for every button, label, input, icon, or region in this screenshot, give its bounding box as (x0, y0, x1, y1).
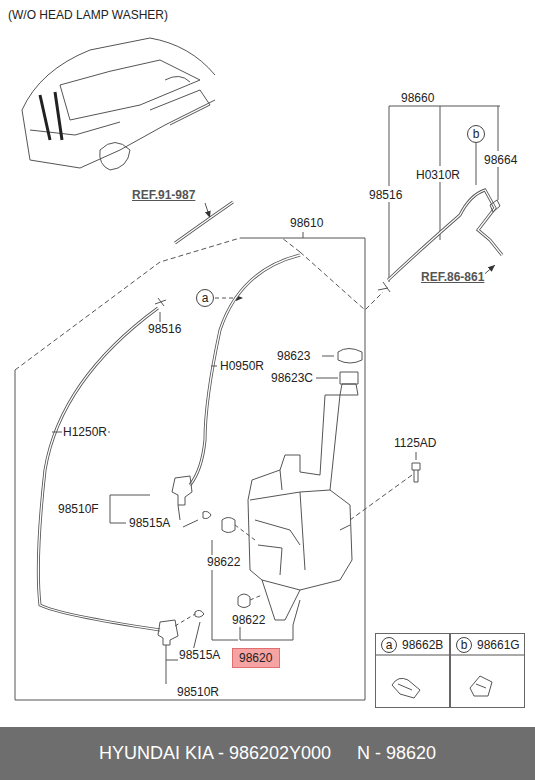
legend-cell: 98662B a (375, 633, 450, 708)
callout-number: 1125AD (393, 436, 437, 450)
part-number-text: HYUNDAI KIA - 986202Y000 (99, 743, 331, 764)
diagram-title: (W/O HEAD LAMP WASHER) (8, 8, 168, 22)
reference-label: REF.86-861 (420, 270, 485, 284)
callout-number: 98623C (270, 371, 314, 385)
callout-number: 98510R (176, 685, 220, 699)
reference-circle: a (196, 289, 214, 307)
reference-circle: b (467, 125, 485, 143)
highlighted-part-box: 98620 (232, 648, 280, 668)
callout-number: 98623 (276, 349, 311, 363)
reference-circle: b (456, 637, 472, 653)
callout-number: H1250R (62, 425, 108, 439)
callout-number: 98660 (400, 91, 435, 105)
part-number-text: N - 98620 (357, 743, 436, 764)
legend-cell: 98661G b (450, 633, 525, 708)
footer-band: HYUNDAI KIA - 986202Y000 N - 98620 (0, 727, 535, 780)
callout-number: 98622 (231, 613, 266, 627)
circle-letter: b (461, 638, 468, 652)
circle-letter: b (473, 127, 480, 141)
callout-number: 98664 (483, 153, 518, 167)
callout-number: 98610 (289, 216, 324, 230)
callout-number: H0950R (219, 359, 265, 373)
callout-number: 98622 (206, 555, 241, 569)
callout-number: 98515A (178, 648, 221, 662)
reference-label: REF.91-987 (131, 188, 196, 202)
part-number: 98661G (477, 638, 520, 652)
callout-number: 98510F (57, 502, 100, 516)
part-number: 98620 (239, 651, 272, 665)
circle-letter: a (202, 291, 209, 305)
callout-number: 98516 (368, 188, 403, 202)
callout-number: 98516 (147, 322, 182, 336)
callout-number: H0310R (415, 168, 461, 182)
callout-number: 98515A (128, 516, 171, 530)
circle-letter: a (386, 638, 393, 652)
reference-circle: a (381, 637, 397, 653)
part-number: 98662B (402, 638, 443, 652)
